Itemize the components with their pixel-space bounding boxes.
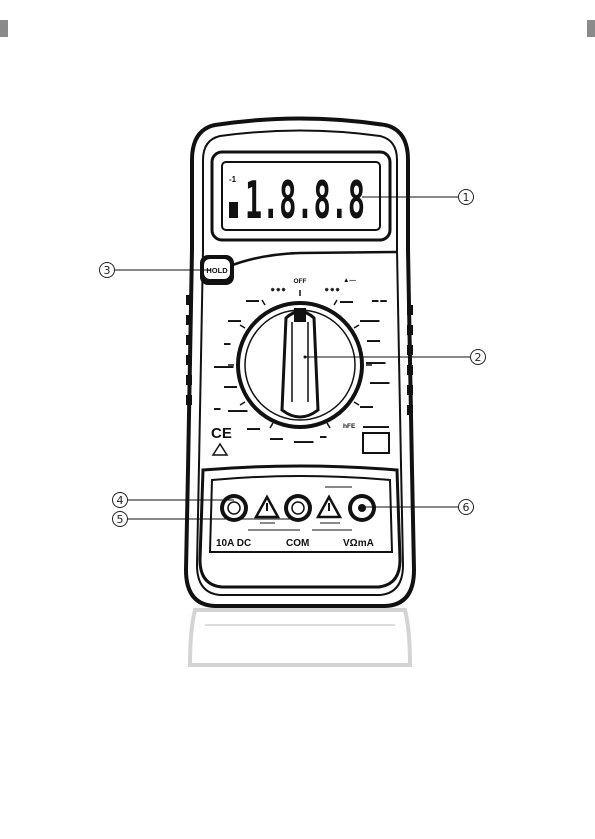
ce-mark-icon: CE (211, 425, 232, 442)
callout-5: 5 (113, 512, 128, 527)
rotary-dial[interactable] (238, 303, 362, 427)
callout-4: 4 (113, 493, 128, 508)
svg-text:▬▬: ▬▬ (247, 425, 261, 432)
svg-text:▬▬▬: ▬▬▬ (228, 407, 248, 414)
callout-number: 3 (104, 264, 111, 277)
callout-2: 2 (471, 350, 486, 365)
callout-1: 1 (459, 190, 474, 205)
jack-10a-label: 10A DC (216, 538, 251, 549)
multimeter-reflection (190, 610, 410, 665)
svg-text:▬▬: ▬▬ (367, 337, 381, 344)
jack-10a[interactable] (220, 494, 248, 522)
svg-text:⁕⁕⁕: ⁕⁕⁕ (270, 287, 286, 294)
callout-6: 6 (459, 500, 474, 515)
svg-text:▬▬: ▬▬ (340, 298, 354, 305)
callout-3: 3 (100, 263, 115, 278)
dial-hfe-label: hFE (343, 423, 356, 430)
jack-vohm-ma-label: VΩmA (343, 538, 374, 549)
svg-text:▬: ▬ (224, 340, 231, 347)
dial-pointer (294, 308, 306, 322)
svg-text:▬▬: ▬▬ (224, 383, 238, 390)
jack-com[interactable] (284, 494, 312, 522)
svg-text:▬▬: ▬▬ (246, 297, 260, 304)
svg-text:▬▬▬▬: ▬▬▬▬ (363, 423, 390, 430)
callout-number: 4 (117, 494, 124, 507)
svg-text:▬: ▬ (320, 433, 327, 440)
callout-number: 6 (463, 501, 470, 514)
lcd-minus-indicator: -1 (229, 175, 237, 184)
callout-number: 1 (463, 191, 470, 204)
svg-text:▬▬: ▬▬ (270, 435, 284, 442)
svg-text:▬▬▬: ▬▬▬ (294, 438, 314, 445)
jack-com-label: COM (286, 538, 309, 549)
svg-text:▬▬▬: ▬▬▬ (370, 379, 390, 386)
lcd-reading: 1.8.8.8 (245, 171, 365, 231)
callout-number: 5 (117, 513, 124, 526)
svg-text:▬▬: ▬▬ (228, 317, 242, 324)
svg-text:⁕⁕⁕: ⁕⁕⁕ (324, 287, 340, 294)
dial-off-label: OFF (294, 278, 307, 285)
lcd-display: -1 1.8.8.8 (212, 152, 390, 240)
ce-mark-label: CE (211, 425, 232, 442)
jack-panel (200, 466, 400, 587)
dial-knob[interactable] (282, 312, 318, 418)
svg-text:▬▬▬: ▬▬▬ (360, 317, 380, 324)
callout-number: 2 (475, 351, 482, 364)
svg-text:▬▬▬: ▬▬▬ (214, 363, 234, 370)
jack-vohm-ma[interactable] (348, 494, 376, 522)
hfe-socket[interactable] (363, 433, 389, 453)
svg-text:▬: ▬ (214, 405, 221, 412)
svg-text:▬ ▬: ▬ ▬ (372, 297, 387, 304)
svg-text:▬▬: ▬▬ (360, 403, 374, 410)
lcd-battery-indicator (229, 202, 238, 218)
svg-text:▲—: ▲— (343, 277, 356, 284)
